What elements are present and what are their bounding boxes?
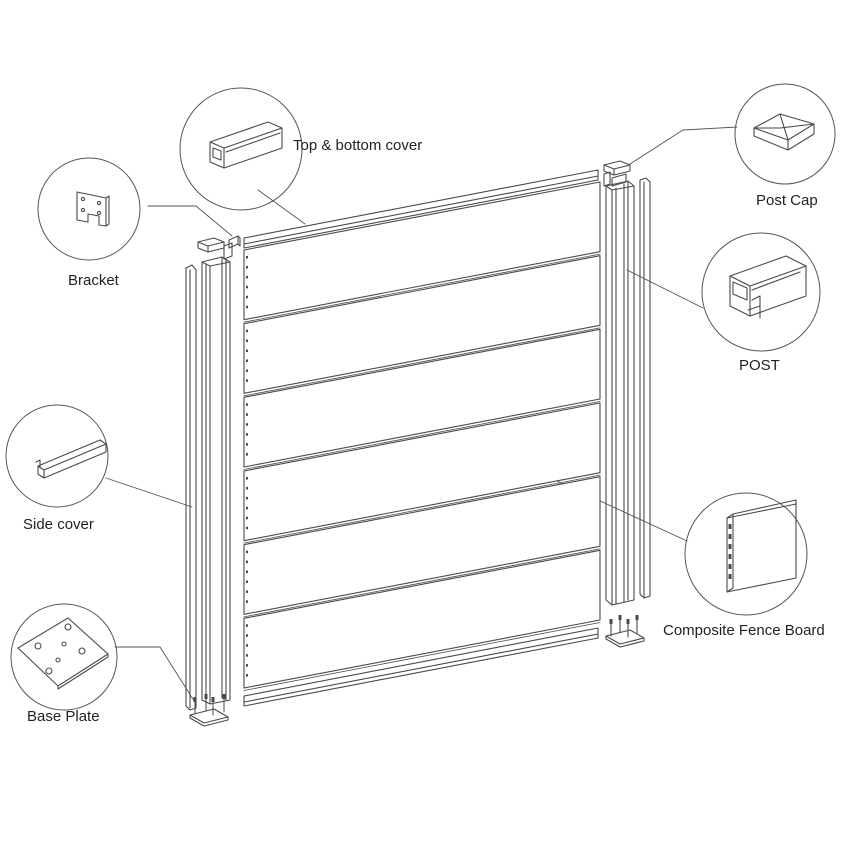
bracket-icon [76,191,110,227]
leader-fence-board [532,469,688,542]
left-bracket [223,235,241,260]
leader-lines [105,126,738,705]
detail-circle-bracket [37,157,141,261]
right-bracket [603,171,627,187]
base-plate-icon [17,617,109,690]
post-icon [729,255,807,319]
fence-board-2 [243,255,601,397]
label-base-plate: Base Plate [27,708,100,725]
leader-post-cap [629,126,738,165]
label-side-cover: Side cover [23,516,94,533]
detail-circle-top-cover [179,87,303,211]
right-post-cap [603,160,631,176]
detail-circle-post-cap [734,83,836,185]
left-side-cover [185,264,197,711]
label-bracket: Bracket [68,272,119,289]
right-side-cover [639,177,651,599]
leader-side-cover [105,477,193,508]
label-top-bottom-cover: Top & bottom cover [293,137,423,154]
leader-base-plate [114,646,197,705]
top-rail [243,169,599,249]
post-cap-icon [753,113,815,151]
fence-board-6 [243,549,601,691]
detail-circle-base-plate [10,603,118,711]
detail-circle-fence-board [684,492,808,616]
detail-circle-side-cover [5,404,109,508]
top-bottom-cover-icon [209,121,283,169]
leader-post [626,269,704,309]
leader-top-cover [257,189,306,225]
leader-bracket [147,205,233,237]
right-base-plate [605,615,645,648]
bottom-rail [243,627,599,707]
right-post [605,180,635,606]
fence-board-1 [243,181,601,323]
left-post [201,256,231,705]
detail-circles [5,83,836,711]
side-cover-icon [35,439,107,479]
left-base-plate [189,694,229,727]
left-post-cap [197,237,225,253]
label-post-cap: Post Cap [756,192,818,209]
detail-circle-post [701,232,821,352]
label-composite-fence-board: Composite Fence Board [663,622,825,639]
fence-board-5 [243,476,601,618]
fence-board-4 [243,402,601,544]
fence-board-3 [243,328,601,470]
label-post: POST [739,357,780,374]
fence-board-icon [726,499,797,593]
fence-boards [243,181,601,691]
